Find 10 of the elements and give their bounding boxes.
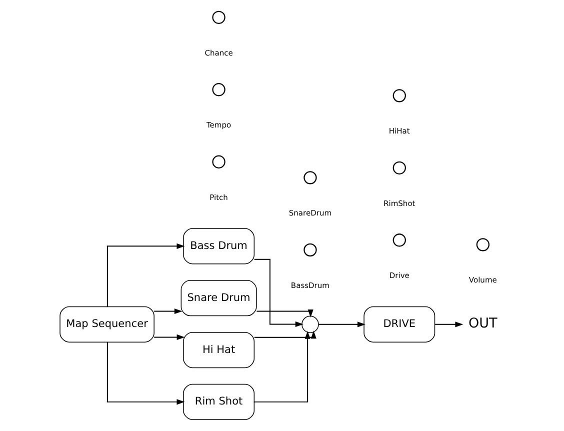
- label: SnareDrum: [288, 208, 332, 218]
- label: Pitch: [210, 192, 228, 202]
- label: BassDrum: [290, 280, 330, 290]
- label: RimShot: [384, 198, 416, 208]
- label: HiHat: [388, 126, 410, 136]
- node-text: OUT: [468, 316, 498, 332]
- label: Tempo: [206, 120, 232, 130]
- label: Volume: [468, 276, 497, 285]
- label: Chance: [204, 48, 233, 58]
- label: Drive: [389, 271, 410, 280]
